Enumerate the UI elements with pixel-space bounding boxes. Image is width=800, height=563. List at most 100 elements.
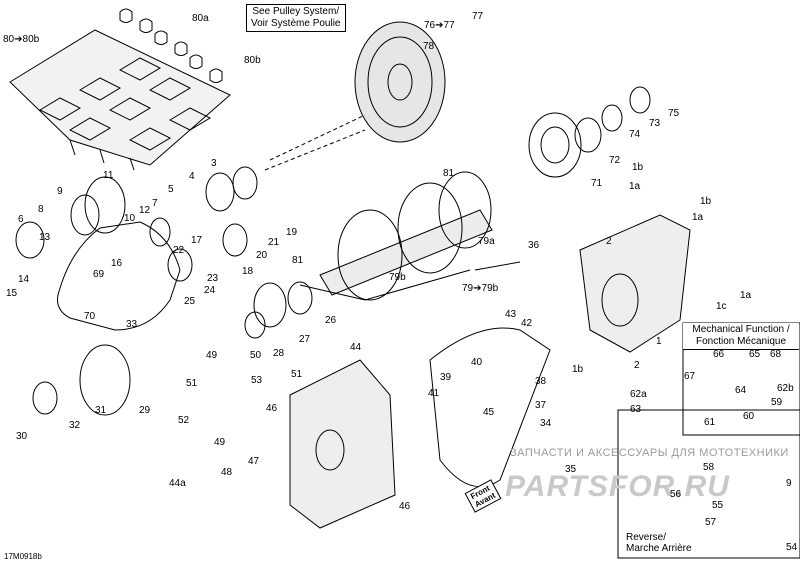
callout-12: 12 [139, 205, 151, 216]
callout-11: 11 [103, 170, 114, 181]
callout-17: 17 [191, 235, 203, 246]
callout-35: 35 [565, 464, 577, 475]
callout-46-a: 46 [266, 403, 278, 414]
mechanical-function-caption: Mechanical Function / Fonction Mécanique [683, 323, 799, 350]
callout-48: 48 [221, 467, 233, 478]
callout-81-b: 81 [292, 255, 304, 266]
callout-71: 71 [591, 178, 603, 189]
callout-1b-c: 1b [572, 364, 584, 375]
sprocket-shaft [319, 171, 493, 301]
callout-57: 57 [705, 517, 717, 528]
callout-47: 47 [248, 456, 260, 467]
callout-1a-c: 1a [740, 290, 752, 301]
callout-37: 37 [535, 400, 547, 411]
callout-1a-b: 1a [692, 212, 704, 223]
callout-43: 43 [505, 309, 517, 320]
callout-66: 66 [713, 349, 725, 360]
pulley-disc [264, 21, 446, 171]
callout-33: 33 [126, 319, 138, 330]
track-mat [9, 29, 231, 171]
callout-4: 4 [189, 171, 195, 182]
callout-10: 10 [124, 213, 136, 224]
callout-19: 19 [286, 227, 298, 238]
callout-62b: 62b [777, 383, 794, 394]
callout-1: 1 [656, 336, 662, 347]
callout-34: 34 [540, 418, 552, 429]
callout-67: 67 [684, 371, 696, 382]
figure-code: 17M0918b [4, 552, 42, 561]
bearing-plate [528, 86, 651, 178]
callout-72: 72 [609, 155, 621, 166]
pulley-system-note: See Pulley System/ Voir Système Poulie [246, 4, 346, 32]
reverse-caption: Reverse/ Marche Arrière [626, 532, 692, 554]
callout-23: 23 [207, 273, 219, 284]
callout-29: 29 [139, 405, 151, 416]
callout-14: 14 [18, 274, 30, 285]
callout-52: 52 [178, 415, 190, 426]
callout-59: 59 [771, 397, 783, 408]
chain [57, 221, 181, 331]
callout-38: 38 [535, 376, 547, 387]
callout-77: 77 [472, 11, 484, 22]
callout-79b: 79b [389, 272, 406, 283]
callout-60: 60 [743, 411, 755, 422]
callout-27: 27 [299, 334, 311, 345]
gearbox-housing [579, 214, 691, 353]
callout-78: 78 [423, 41, 435, 52]
callout-45: 45 [483, 407, 495, 418]
callout-80b: 80b [244, 55, 261, 66]
callout-1a-a: 1a [629, 181, 641, 192]
callout-36: 36 [528, 240, 540, 251]
callout-74: 74 [629, 129, 641, 140]
callout-2-a: 2 [606, 236, 612, 247]
callout-1c: 1c [716, 301, 727, 312]
callout-68: 68 [770, 349, 782, 360]
callout-16: 16 [111, 258, 123, 269]
gears-left [15, 166, 313, 416]
callout-13: 13 [39, 232, 51, 243]
callout-79-79b: 79➔79b [462, 283, 499, 294]
callout-75: 75 [668, 108, 680, 119]
callout-25: 25 [184, 296, 196, 307]
callout-21: 21 [268, 237, 280, 248]
watermark-line1: ЗАПЧАСТИ И АКСЕССУАРЫ ДЛЯ МОТОТЕХНИКИ [510, 447, 789, 459]
reverse-box [617, 409, 800, 559]
callout-39: 39 [440, 372, 452, 383]
callout-7: 7 [152, 198, 158, 209]
callout-49-a: 49 [206, 350, 218, 361]
callout-54: 54 [786, 542, 798, 553]
callout-41: 41 [428, 388, 440, 399]
callout-62a: 62a [630, 389, 647, 400]
chain-case-cover [289, 359, 396, 529]
callout-30: 30 [16, 431, 28, 442]
callout-53: 53 [251, 375, 263, 386]
callout-56: 56 [670, 489, 682, 500]
callout-22: 22 [173, 245, 185, 256]
callout-5: 5 [168, 184, 174, 195]
callout-6: 6 [18, 214, 24, 225]
callout-1b-a: 1b [632, 162, 644, 173]
callout-49-b: 49 [214, 437, 226, 448]
callout-28: 28 [273, 348, 285, 359]
callout-63: 63 [630, 404, 642, 415]
callout-24: 24 [204, 285, 216, 296]
callout-81-a: 81 [443, 168, 455, 179]
callout-65: 65 [749, 349, 761, 360]
callout-2-b: 2 [634, 360, 640, 371]
callout-31: 31 [95, 405, 107, 416]
callout-50: 50 [250, 350, 262, 361]
callout-42: 42 [521, 318, 533, 329]
gasket [429, 327, 551, 488]
callout-15: 15 [6, 288, 18, 299]
callout-46-b: 46 [399, 501, 411, 512]
callout-51-b: 51 [186, 378, 198, 389]
callout-44a: 44a [169, 478, 186, 489]
callout-20: 20 [256, 250, 268, 261]
callout-80a: 80a [192, 13, 209, 24]
clips [119, 8, 223, 83]
callout-64: 64 [735, 385, 747, 396]
callout-58: 58 [703, 462, 715, 473]
callout-70: 70 [84, 311, 96, 322]
